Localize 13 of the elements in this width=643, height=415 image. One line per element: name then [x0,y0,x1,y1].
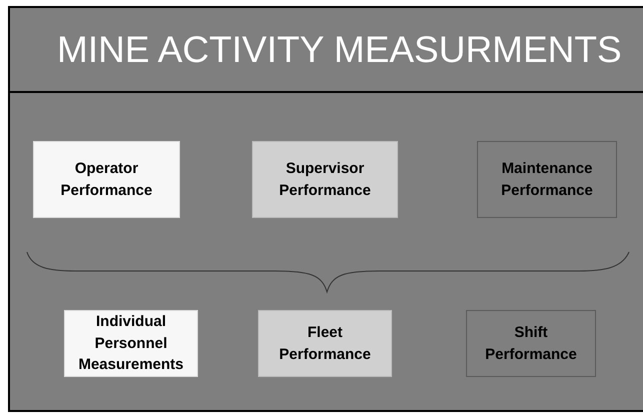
title: MINE ACTIVITY MEASURMENTS [57,28,622,72]
box-label: Fleet Performance [278,322,372,364]
box-label: Operator Performance [60,158,154,200]
performance-box [258,310,392,377]
performance-box [252,141,398,218]
performance-box [466,310,596,377]
box-label: Shift Performance [484,322,578,364]
performance-box [33,141,180,218]
box-label: Maintenance Performance [500,158,594,200]
performance-box [64,310,198,377]
box-label: Individual Personnel Measurements [77,312,185,376]
box-label: Supervisor Performance [278,158,372,200]
performance-box [477,141,617,218]
